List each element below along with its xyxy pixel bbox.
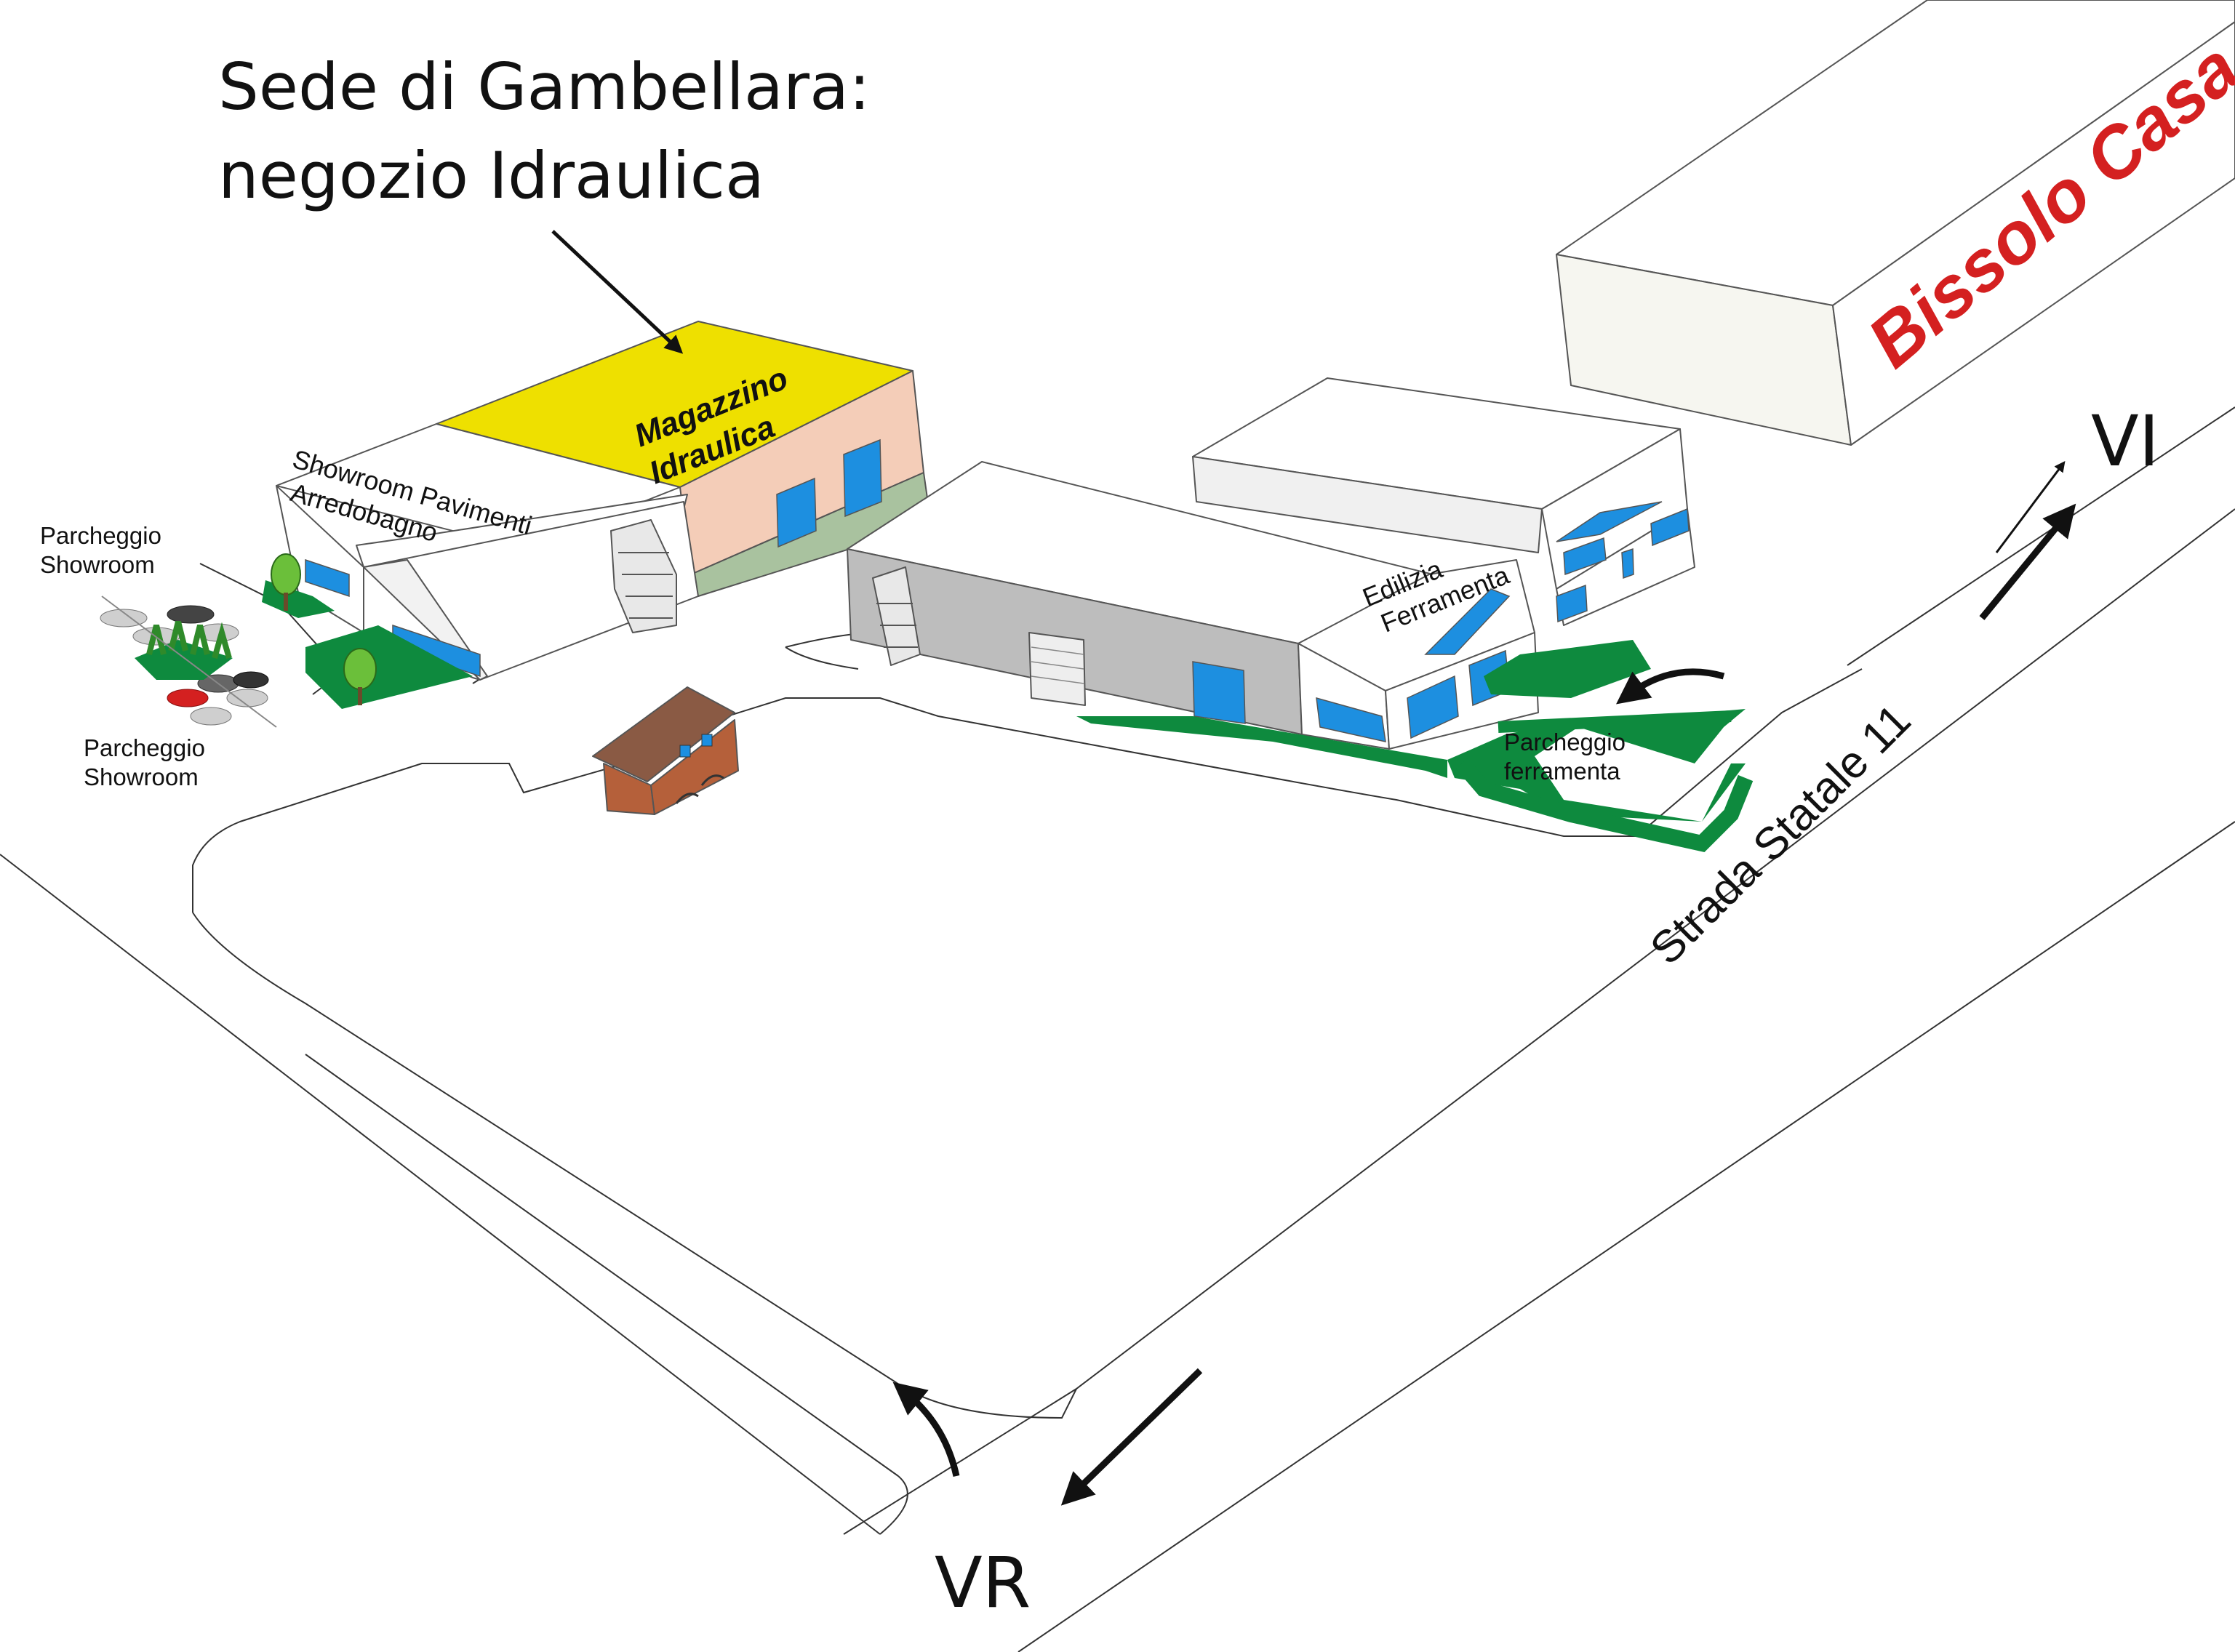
showroom-building [276,423,699,681]
arrow-turn-in-icon [1615,668,1725,705]
parking-ferramenta-line2: ferramenta [1504,758,1620,785]
central-building [847,461,1539,750]
parking-ferramenta-line1: Parcheggio [1504,729,1626,755]
arrow-to-vr-icon [1060,1368,1203,1506]
arrow-to-vi-icon [1979,461,2076,620]
parking-showroom-bottom-line1: Parcheggio [84,734,205,761]
arrow-u-turn-icon [892,1382,960,1477]
parking-showroom-top-line1: Parcheggio [40,522,161,549]
tree-icon [271,553,301,611]
tree-icon [343,648,377,705]
bissolo-building [1556,0,2235,446]
showroom-parking-cars [100,596,277,728]
direction-label-vr: VR [935,1542,1031,1624]
back-building [1192,377,1695,626]
page-title-line2: negozio Idraulica [218,138,764,213]
page-title-line1: Sede di Gambellara: [218,49,871,124]
shed [592,686,739,815]
arrow-pointer-icon [551,230,684,354]
road-outlines [0,406,2235,1652]
direction-label-vi: VI [2091,401,2159,482]
showroom-greens [262,553,473,709]
ferramenta-parking-green [1076,640,1754,853]
parking-showroom-bottom-line2: Showroom [84,763,199,790]
parking-showroom-top-line2: Showroom [40,551,155,578]
